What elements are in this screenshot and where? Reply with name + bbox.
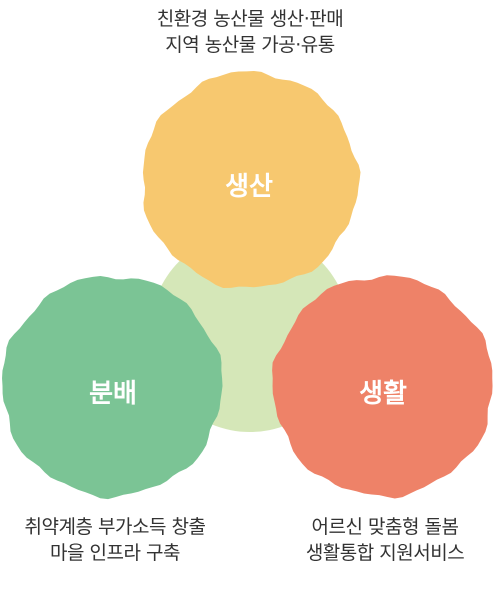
caption-top-line-2: 지역 농산물 가공·유통 xyxy=(165,34,335,56)
label-production: 생산 xyxy=(225,172,273,202)
label-living: 생활 xyxy=(359,379,407,409)
caption-right: 어르신 맞춤형 돌봄 생활통합 지원서비스 xyxy=(270,514,500,566)
label-distribution: 분배 xyxy=(89,379,137,409)
circle-left xyxy=(2,275,223,500)
caption-left: 취약계층 부가소득 창출 마을 인프라 구축 xyxy=(0,514,230,566)
caption-top: 친환경 농산물 생산·판매 지역 농산물 가공·유통 xyxy=(100,6,400,58)
caption-right-line-1: 어르신 맞춤형 돌봄 xyxy=(311,516,459,538)
caption-left-line-2: 마을 인프라 구축 xyxy=(50,542,180,564)
caption-left-line-1: 취약계층 부가소득 창출 xyxy=(24,516,206,538)
circle-right xyxy=(272,275,493,499)
circle-top xyxy=(142,70,361,288)
caption-right-line-2: 생활통합 지원서비스 xyxy=(305,542,465,564)
caption-top-line-1: 친환경 농산물 생산·판매 xyxy=(156,8,344,30)
